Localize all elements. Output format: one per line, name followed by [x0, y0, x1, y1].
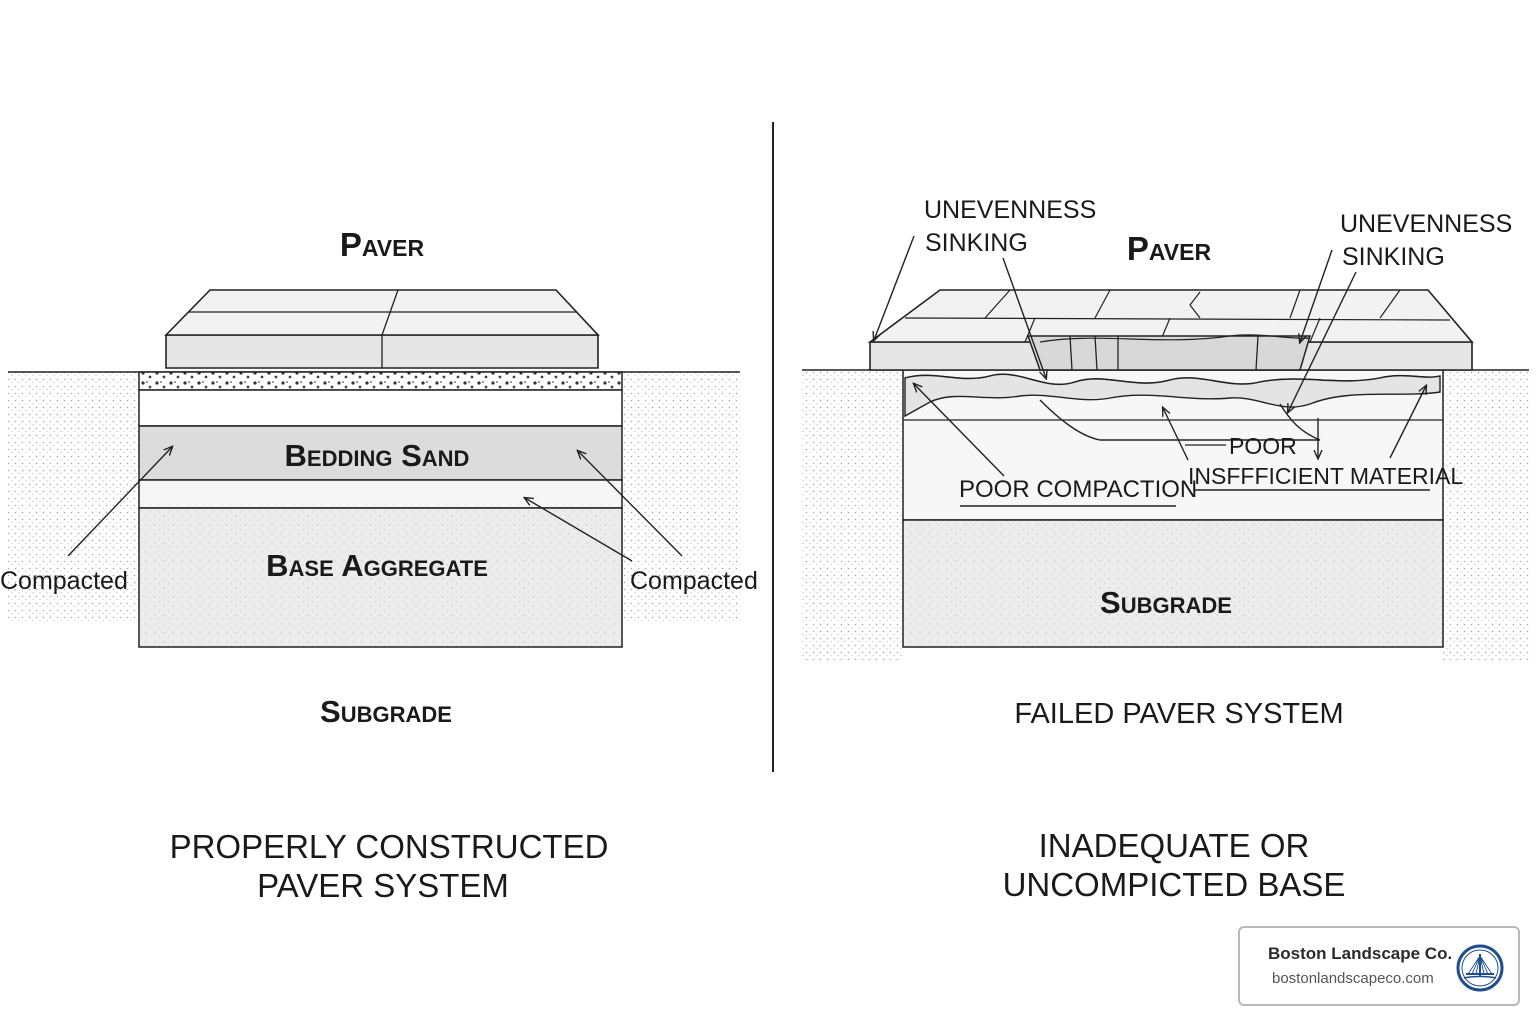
failed-system-label: FAILED PAVER SYSTEM	[1014, 698, 1343, 730]
subgrade-layer	[902, 519, 1444, 648]
cracked-paver-block	[867, 289, 1474, 371]
left-soil-right	[622, 372, 740, 622]
right-subgrade-label: Subgrade	[1100, 585, 1232, 620]
sinking-left-arrow	[1002, 257, 1046, 378]
unevenness-right-arrow	[1300, 249, 1333, 342]
uneven-bedding-fill	[904, 373, 1441, 418]
sunken-depression	[1039, 399, 1321, 441]
brand-badge: Boston Landscape Co. bostonlandscapeco.c…	[1238, 926, 1520, 1006]
compacted-label-right: Compacted	[630, 567, 758, 595]
unevenness-left-label: UNEVENNESS	[924, 196, 1096, 224]
sinking-right-arrow	[1288, 271, 1357, 412]
right-paver-label: Paver	[1127, 230, 1212, 267]
base-aggregate-label: Base Aggregate	[266, 548, 488, 583]
poor-compaction-arrow	[914, 384, 1005, 477]
brand-name: Boston Landscape Co.	[1268, 944, 1453, 963]
right-compacted-arrow-upper	[578, 451, 683, 557]
left-light-layer-bottom	[138, 479, 623, 509]
right-caption-line2: UNCOMPICTED BASE	[1003, 866, 1346, 903]
left-coarse-layer	[138, 371, 623, 391]
sinking-right-label: SINKING	[1342, 243, 1445, 271]
sinking-left-label: SINKING	[925, 229, 1028, 257]
brand-url: bostonlandscapeco.com	[1272, 970, 1434, 987]
right-soil-left	[802, 370, 902, 660]
poor-compaction-label: POOR COMPACTION	[959, 476, 1197, 503]
poor-label: POOR	[1229, 433, 1297, 459]
right-compacted-arrow-lower	[525, 498, 633, 562]
left-subgrade-label: Subgrade	[320, 694, 452, 729]
right-caption-line1: INADEQUATE OR	[1039, 827, 1310, 864]
left-soil-left	[8, 372, 139, 622]
left-panel: Paver Bedding Sand Base Aggregate Compac…	[0, 226, 758, 904]
insufficient-material-label: INSFFFICIENT MATERIAL	[1188, 463, 1463, 489]
unevenness-left-arrow	[874, 235, 915, 340]
right-soil-right	[1443, 370, 1529, 660]
insufficient-arrow-up	[1389, 386, 1426, 459]
left-aggregate-layer	[138, 507, 623, 648]
unevenness-right-label: UNEVENNESS	[1340, 210, 1512, 238]
left-paver-label: Paver	[340, 226, 425, 263]
left-compacted-arrow	[67, 447, 172, 557]
left-paver-block	[164, 289, 600, 369]
left-caption-line2: PAVER SYSTEM	[257, 867, 509, 904]
left-caption-line1: PROPERLY CONSTRUCTED	[170, 828, 609, 865]
poor-arrow	[1163, 408, 1189, 461]
compacted-label-left: Compacted	[0, 567, 128, 595]
left-light-layer-top	[138, 389, 623, 427]
bridge-logo-icon	[1456, 944, 1504, 992]
bedding-sand-label: Bedding Sand	[285, 438, 470, 473]
sunken-paver-section	[1026, 335, 1312, 371]
right-panel: UNEVENNESS SINKING Paver UNEVENNESS SINK…	[802, 196, 1529, 903]
